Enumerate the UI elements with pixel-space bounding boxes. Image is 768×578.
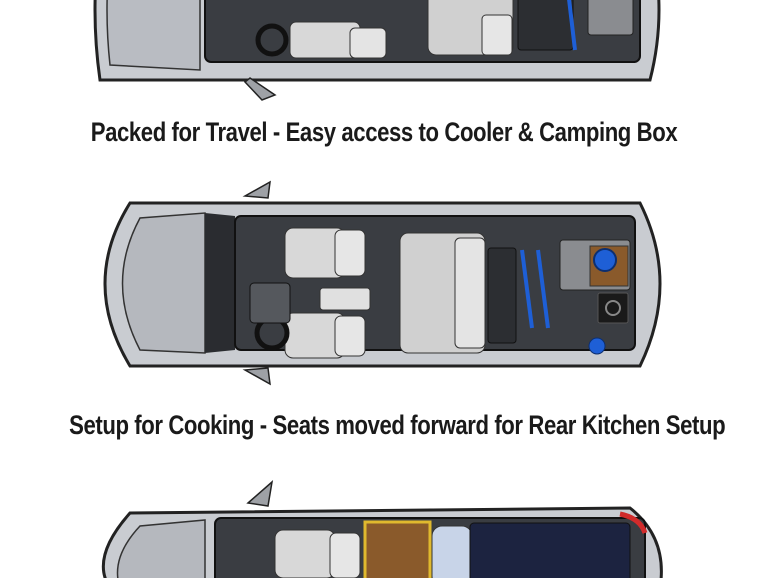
middle-seats xyxy=(399,232,486,354)
side-mirror xyxy=(242,367,271,386)
bedding xyxy=(469,522,631,578)
burner xyxy=(605,300,621,316)
wood-platform xyxy=(363,520,432,578)
camping-chair-icon xyxy=(567,0,577,51)
side-mirror xyxy=(246,480,274,507)
center-console xyxy=(249,282,291,324)
side-mirror xyxy=(242,180,271,199)
steering-wheel-icon xyxy=(255,23,289,57)
rear-bench xyxy=(487,247,517,344)
stove-icon xyxy=(597,292,629,324)
van-travel-layout xyxy=(0,0,768,110)
front-seats xyxy=(274,529,361,578)
side-mirror xyxy=(243,77,277,101)
camping-box xyxy=(587,0,634,36)
caption-cooking: Setup for Cooking - Seats moved forward … xyxy=(69,410,726,440)
van-sleeping-layout xyxy=(0,478,768,578)
pillow xyxy=(431,525,473,578)
cooler-icon xyxy=(593,248,617,272)
rear-bench xyxy=(517,0,574,51)
middle-seats xyxy=(427,0,514,56)
tail-light xyxy=(619,511,648,534)
van-cooking-layout xyxy=(0,178,768,388)
caption-travel: Packed for Travel - Easy access to Coole… xyxy=(90,117,678,147)
front-seats xyxy=(284,227,371,359)
camping-chair-icon xyxy=(520,249,550,329)
water-jug xyxy=(588,337,606,355)
front-seats xyxy=(289,21,387,59)
